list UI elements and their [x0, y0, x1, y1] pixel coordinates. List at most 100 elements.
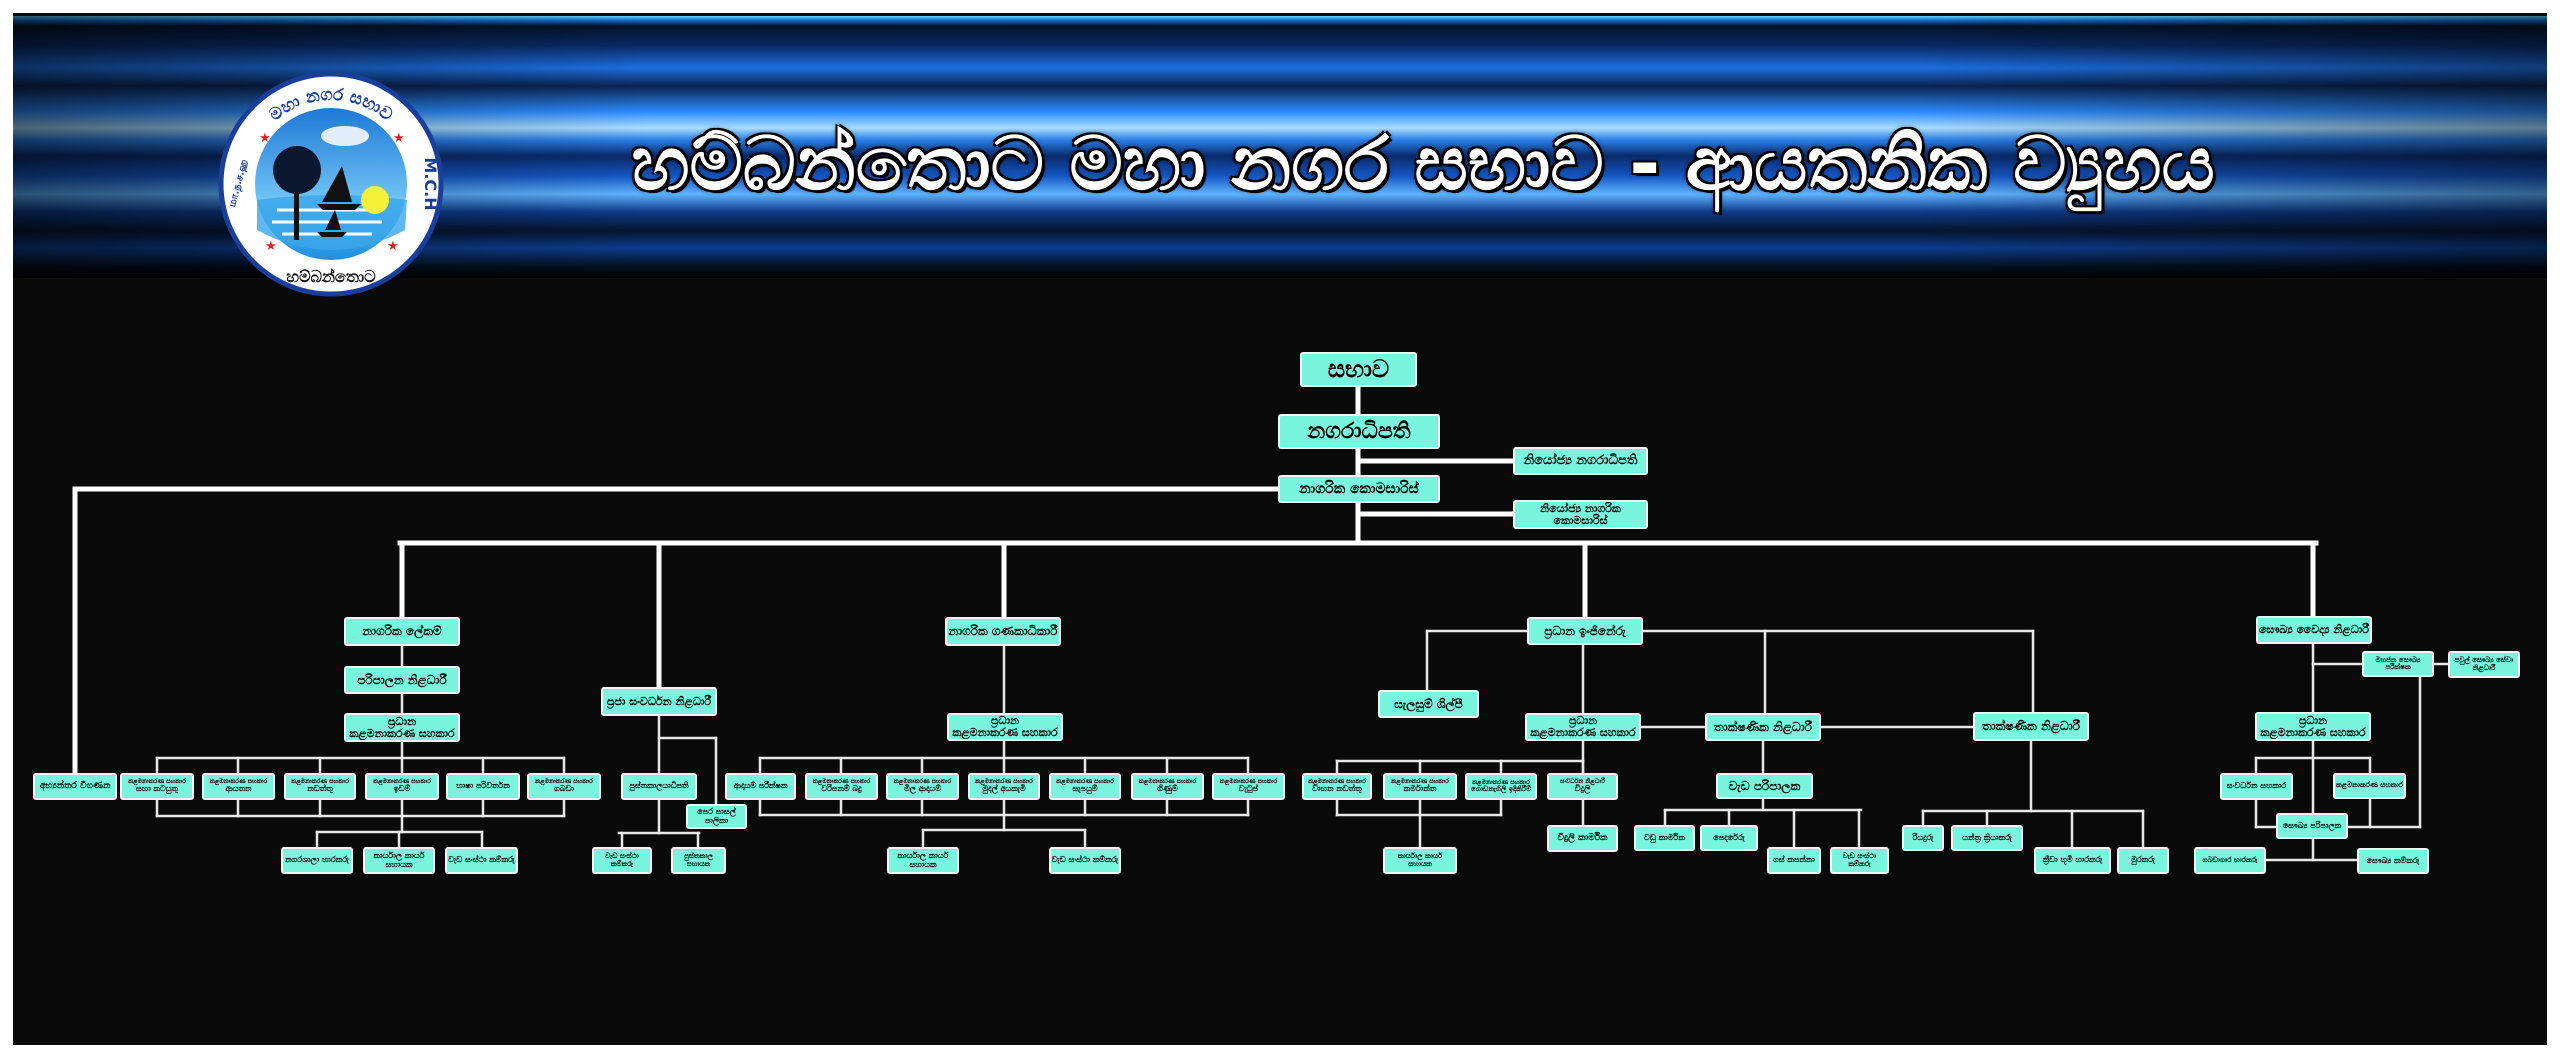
org-node-subtitle: කළමනාකරණ සහකාර [128, 778, 186, 786]
org-node-subtitle: ප්‍රධාන [387, 714, 417, 728]
org-node: නාගරික ලේකම් [344, 617, 460, 646]
org-node-title: අභ්‍යන්තර විගණන [39, 780, 111, 791]
org-node-title: ඉඩම් [393, 784, 411, 794]
org-node-title: තාක්ෂණික නිළධාරී [1714, 719, 1812, 734]
org-node-subtitle: කළමනාකරණ සහකාර [812, 778, 871, 786]
org-node-title: නියෝජ්‍ය නාගරික කොමසාරිස් [1540, 501, 1621, 527]
org-node-title: විදුලි [1574, 784, 1591, 794]
org-node: කළමනාකරණ සහකාර [2333, 773, 2406, 799]
org-node-title: ගබඩාගාර භාරකරු [2202, 855, 2258, 864]
org-node: වැඩ සංස්ථා කම්කරු [592, 847, 652, 874]
org-node-title: පරිපාලන නිළධාරී [357, 672, 447, 687]
org-node-title: නාගරික ලේකම් [362, 624, 442, 639]
org-node-title: ක්‍රීඩා භූමි භාරකරු [2042, 855, 2103, 865]
org-node: පුස්තකාල සහායක [671, 847, 726, 874]
org-node: සංවර්ධන සහකාර [2220, 773, 2293, 800]
org-node-title: වැඩ සංස්ථා කම්කරු [1051, 855, 1119, 865]
org-node-title: මුරකරු [2131, 855, 2155, 865]
org-node: නගරාධිපති [1278, 414, 1440, 449]
org-node-subtitle: කළමනාකරණ සහකාර [1308, 778, 1366, 786]
org-node-title: වැඩ පරිපාලක [1728, 778, 1801, 793]
org-node: කාර්යාල කාර්ය සහායක [363, 847, 435, 874]
org-node-title: ගොඩනැගිලි ඉදිකිරීම් [1470, 784, 1532, 793]
org-node: තාක්ෂණික නිළධාරී [1705, 713, 1821, 741]
org-node-title: සෞඛ්‍ය පරිපාලක [2282, 820, 2342, 830]
org-node: යන්ත්‍ර ක්‍රියාකරු [1951, 825, 2023, 851]
org-node-title: ආයතන [225, 784, 252, 794]
org-node: සෞඛ්‍ය පරිපාලක [2276, 813, 2348, 839]
org-node: කාර්යාල කාර්ය සහායක [887, 847, 959, 874]
org-node: ක්‍රීඩා භූමි භාරකරු [2034, 847, 2111, 874]
star-icon: ★ [387, 239, 399, 254]
org-node-title: වැඩ සංස්ථා කම්කරු [448, 855, 515, 865]
org-node: ගබඩාගාර භාරකරු [2194, 847, 2266, 874]
org-node-title: මහජන සෞඛ්‍ය පරීක්ෂක [2375, 655, 2421, 671]
org-node-title: කළමනාකරණ සහකාර [2335, 781, 2403, 790]
org-node-title: වරිපනම් බදු [821, 784, 862, 794]
org-node-title: ආදායම් පරීක්ෂක [733, 781, 788, 791]
org-node-subtitle: කළමනාකරණ සහකාර [975, 778, 1033, 786]
logo-right-text: M.C.H [421, 157, 440, 210]
org-node-title: කාර්යාල කාර්ය සහායක [373, 851, 425, 869]
org-node: සෞඛ්‍ය කම්කරු [2357, 848, 2429, 874]
org-node: නියෝජ්‍ය නාගරික කොමසාරිස් [1513, 500, 1648, 529]
org-node: සෞඛ්‍ය වෛද්‍ය නිළධාරී [2256, 616, 2372, 644]
org-node: නාගරික ගණකාධිකාරී [945, 617, 1061, 646]
header-banner [13, 16, 2547, 278]
org-node-title: ප්‍රධාන ඉංජිනේරු [1544, 623, 1626, 638]
org-node: පරිපාලන නිළධාරී [344, 666, 460, 694]
org-node-title: තාක්ෂණික නිළධාරී [1982, 719, 2080, 734]
org-node-title: ගිණුම් [1157, 784, 1178, 794]
org-node-title: නඩත්තු [307, 784, 333, 794]
org-node-title: කළමනාකරණ සහකාර [2260, 725, 2366, 739]
org-node-title: වැඩ සංස්ථා කම්කරු [605, 852, 639, 868]
org-node: රියදුරු [1902, 825, 1944, 851]
org-node: ප්‍රධාන ඉංජිනේරු [1527, 617, 1643, 645]
org-node-title: සභා කටයුතු [136, 784, 178, 794]
org-node-title: නාගරික ගණකාධිකාරී [948, 624, 1058, 639]
org-node-title: පෙර පාසල් පාලිකා [697, 807, 736, 825]
org-node: අභ්‍යන්තර විගණන [33, 773, 117, 800]
org-node: නාගරික කොමසාරිස් [1278, 475, 1440, 503]
org-node-title: වැඩ සංස්ථා කම්කරු [1842, 852, 1877, 868]
org-node-title: යන්ත්‍ර ක්‍රියාකරු [1962, 832, 2012, 842]
org-node: වැඩ සංස්ථා කම්කරු [1049, 847, 1121, 874]
org-node-title: සෞඛ්‍ය කම්කරු [2366, 855, 2420, 865]
org-node-title: නගරාධිපති [1307, 418, 1411, 444]
org-node-subtitle: කළමනාකරණ සහකාර [1056, 778, 1114, 786]
org-chart: සභාව නගරාධිපති නියෝජ්‍ය නගරාධිපති නාගරික කො… [13, 13, 2547, 1045]
org-node-title: කර්මාන්ත [1403, 784, 1437, 794]
org-node-title: කාර්යාල කාර්ය සහායක [897, 851, 949, 869]
org-node-title: භාෂා පරිවර්තන [456, 781, 510, 791]
star-icon: ★ [265, 239, 277, 254]
org-node: වැඩ පරිපාලක [1716, 773, 1813, 799]
municipal-council-logo: මහා නගර සභාව හම්බන්තොට M.C.H மா.ந.ச.ஹ ★ … [218, 71, 444, 297]
org-node-title: සංවර්ධන සහකාර [2226, 781, 2287, 791]
org-node: වඩු කාර්මික [1634, 825, 1695, 851]
org-node: නගරශාලා භාරකරු [281, 847, 353, 874]
org-node: නියෝජ්‍ය නගරාධිපති [1513, 447, 1648, 475]
org-node-title: නගරශාලා භාරකරු [285, 855, 349, 865]
org-node-subtitle: ප්‍රධාන [1568, 714, 1598, 728]
org-node-title: මුදල් අයකැමි [982, 784, 1026, 794]
org-node: සභාව [1300, 352, 1417, 387]
org-node-title: මිල ආදායම් [903, 784, 942, 794]
org-node-title: කළමනාකරණ සහකාර [952, 726, 1058, 739]
org-node-title: වඩු කාර්මික [1644, 832, 1685, 842]
org-node-subtitle: කළමනාකරණ සහකාර [1391, 778, 1449, 786]
org-node-subtitle: කළමනාකරණ සහකාර [373, 778, 431, 786]
org-node-subtitle: කළමනාකරණ සහකාර [1138, 778, 1197, 786]
org-node: තාක්ෂණික නිළධාරී [1973, 712, 2089, 741]
org-node-subtitle: ප්‍රධාන [990, 714, 1020, 728]
